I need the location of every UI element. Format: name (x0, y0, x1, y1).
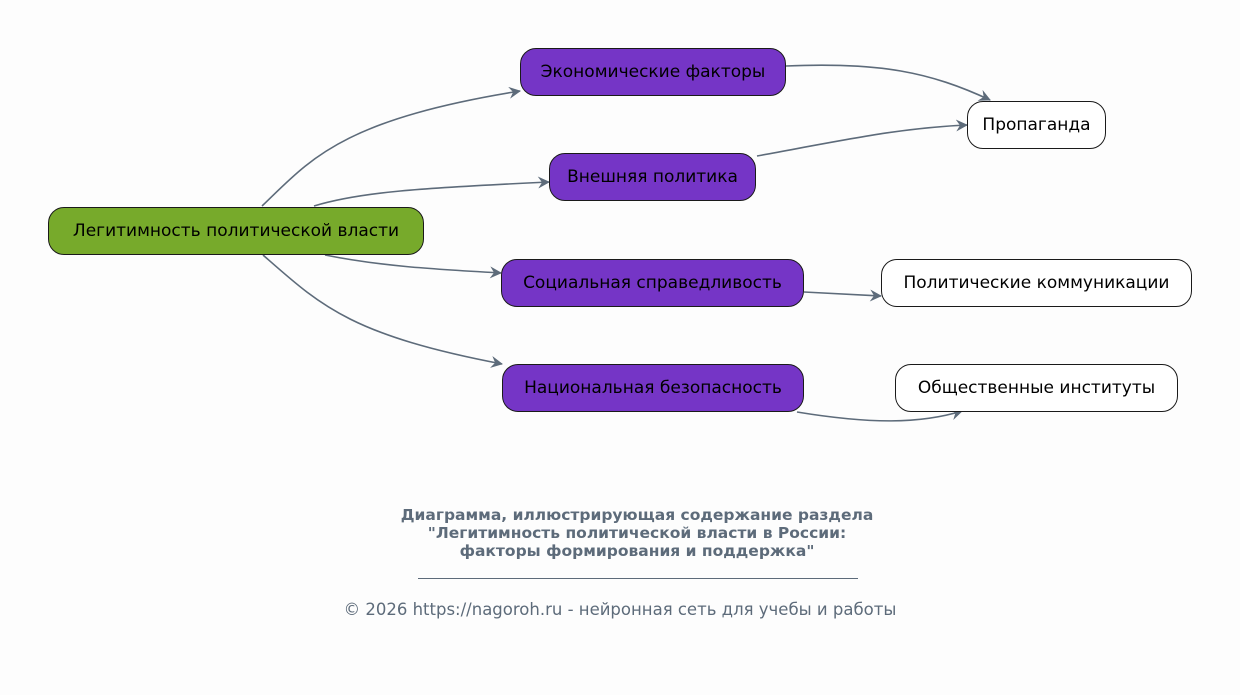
edge-root-social (324, 254, 502, 279)
caption-line-1: Диаграмма, иллюстрирующая содержание раз… (400, 506, 874, 524)
node-public-institutions[interactable]: Общественные институты (895, 364, 1178, 412)
node-label: Политические коммуникации (903, 273, 1170, 293)
edge-root-security (262, 254, 503, 368)
node-propaganda[interactable]: Пропаганда (967, 101, 1106, 149)
node-economic-factors[interactable]: Экономические факторы (520, 48, 786, 96)
node-label: Общественные институты (917, 378, 1156, 398)
node-label: Экономические факторы (540, 62, 766, 82)
node-label: Внешняя политика (567, 167, 738, 187)
diagram-caption-title: Диаграмма, иллюстрирующая содержание раз… (367, 506, 907, 560)
node-foreign-policy[interactable]: Внешняя политика (549, 153, 756, 201)
node-label: Легитимность политической власти (72, 221, 400, 241)
node-label: Национальная безопасность (524, 378, 782, 398)
edge-root-econ (261, 86, 521, 207)
edge-foreign-propaganda (756, 119, 968, 157)
caption-line-2: "Легитимность политической власти в Росс… (427, 524, 847, 542)
node-social-justice[interactable]: Социальная справедливость (501, 259, 804, 307)
node-national-security[interactable]: Национальная безопасность (502, 364, 804, 412)
caption-divider (418, 578, 858, 579)
footer-copyright: © 2026 https://nagoroh.ru - нейронная се… (343, 600, 897, 619)
node-label: Пропаганда (982, 115, 1091, 135)
caption-line-3: факторы формирования и поддержка" (459, 542, 815, 560)
node-root[interactable]: Легитимность политической власти (48, 207, 424, 255)
node-political-communications[interactable]: Политические коммуникации (881, 259, 1192, 307)
edge-security-institutions (796, 408, 963, 422)
node-label: Социальная справедливость (523, 273, 782, 293)
edge-root-foreign (313, 176, 550, 207)
edge-social-polcomm (803, 289, 882, 302)
edge-econ-propaganda (785, 64, 991, 101)
